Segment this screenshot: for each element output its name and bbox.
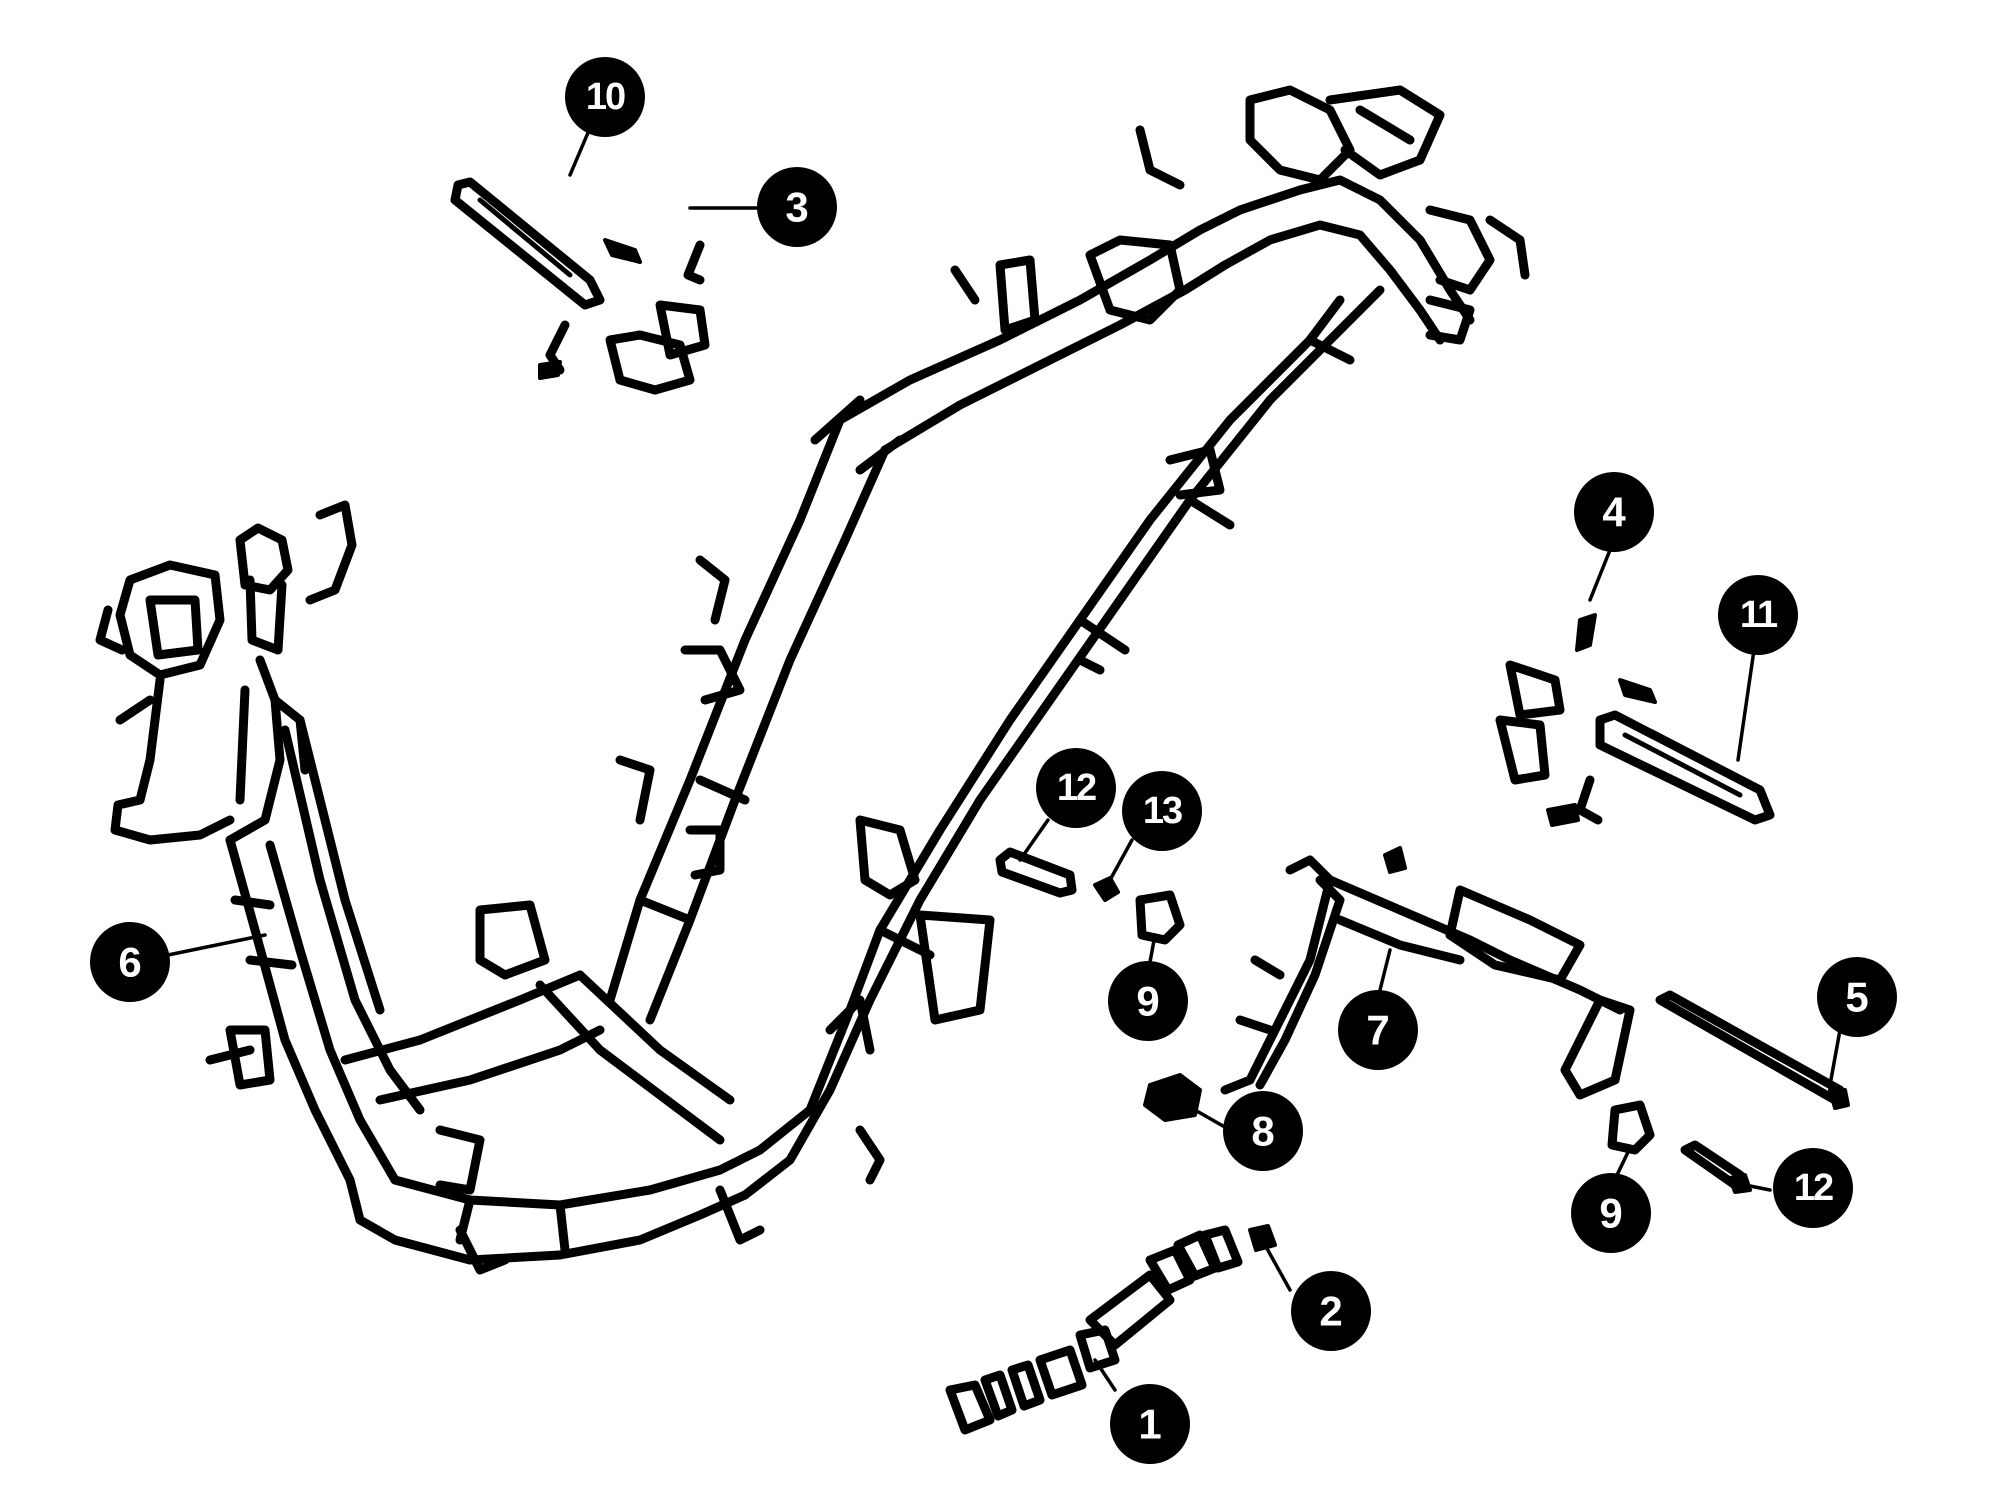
part-12-bolt-upper: [995, 847, 1077, 898]
leader-11: [1736, 648, 1756, 762]
callout-1-label: 1: [1138, 1401, 1161, 1448]
part-1-spring: [945, 1325, 1120, 1435]
part-9-bushing-lower: [1607, 1100, 1655, 1155]
leader-9a: [1148, 933, 1157, 964]
front-down-tubes: [225, 715, 425, 1185]
part-4-footrest-bracket-right: [1495, 613, 1657, 827]
part-11-footrest-bar-right: [1595, 710, 1775, 825]
callout-4-label: 4: [1602, 489, 1626, 536]
callout-6-label: 6: [118, 939, 141, 986]
leader-7: [1378, 948, 1392, 992]
callout-5-label: 5: [1845, 974, 1868, 1021]
part-2-spring: [1085, 1224, 1277, 1350]
lower-cradle: [340, 970, 765, 1265]
callouts: 10 3 4 11 12 13 6 9: [90, 57, 1897, 1464]
part-7-main-stand: [1220, 846, 1635, 1100]
head-tube: [95, 500, 357, 845]
callout-12-upper-label: 12: [1057, 767, 1096, 809]
callout-3: 3: [757, 167, 837, 247]
callout-10: 10: [565, 57, 645, 137]
leader-6: [166, 933, 267, 957]
callout-4: 4: [1574, 472, 1654, 552]
part-13-nut: [1093, 876, 1120, 902]
callout-11: 11: [1718, 575, 1798, 655]
callout-9-upper: 9: [1108, 961, 1188, 1041]
callout-7: 7: [1338, 990, 1418, 1070]
callout-13: 13: [1122, 771, 1202, 851]
part-8-stand-stopper: [1143, 1073, 1202, 1122]
frame-brackets: [205, 235, 1225, 1275]
leader-12a: [1018, 818, 1050, 862]
callout-11-label: 11: [1740, 594, 1778, 636]
part-10-footrest-bar-left: [450, 177, 605, 310]
callout-1: 1: [1110, 1384, 1190, 1464]
leader-1: [1093, 1358, 1117, 1392]
callout-13-label: 13: [1143, 790, 1182, 832]
leader-4: [1588, 543, 1614, 602]
leader-9b: [1615, 1146, 1632, 1177]
callout-2-label: 2: [1319, 1288, 1342, 1335]
callout-6: 6: [90, 922, 170, 1002]
callout-9-lower-label: 9: [1599, 1190, 1622, 1237]
leader-lines: [166, 126, 1842, 1392]
callout-3-label: 3: [785, 184, 808, 231]
callout-7-label: 7: [1366, 1007, 1389, 1054]
leader-12b: [1743, 1183, 1772, 1192]
leader-5: [1828, 1028, 1842, 1087]
callout-12-lower: 12: [1773, 1148, 1853, 1228]
callout-12-upper: 12: [1036, 748, 1116, 828]
callout-8-label: 8: [1251, 1108, 1274, 1155]
callout-8: 8: [1223, 1091, 1303, 1171]
callout-9-lower: 9: [1571, 1173, 1651, 1253]
callout-12-lower-label: 12: [1794, 1167, 1833, 1209]
part-5-stand-pivot-shaft: [1655, 990, 1850, 1110]
main-frame: [95, 85, 1530, 1275]
leader-10: [568, 126, 592, 177]
part-12-bolt-lower: [1680, 1140, 1752, 1194]
callout-9-upper-label: 9: [1136, 978, 1159, 1025]
part-3-footrest-bracket-left: [538, 238, 710, 395]
leader-13: [1108, 838, 1134, 882]
part-9-bushing-upper: [1135, 890, 1185, 945]
rear-frame-top: [1135, 85, 1530, 345]
callout-5: 5: [1817, 957, 1897, 1037]
leader-2: [1263, 1243, 1292, 1292]
callout-2: 2: [1291, 1271, 1371, 1351]
callout-10-label: 10: [586, 76, 625, 118]
center-rising-tubes: [605, 225, 1230, 1025]
